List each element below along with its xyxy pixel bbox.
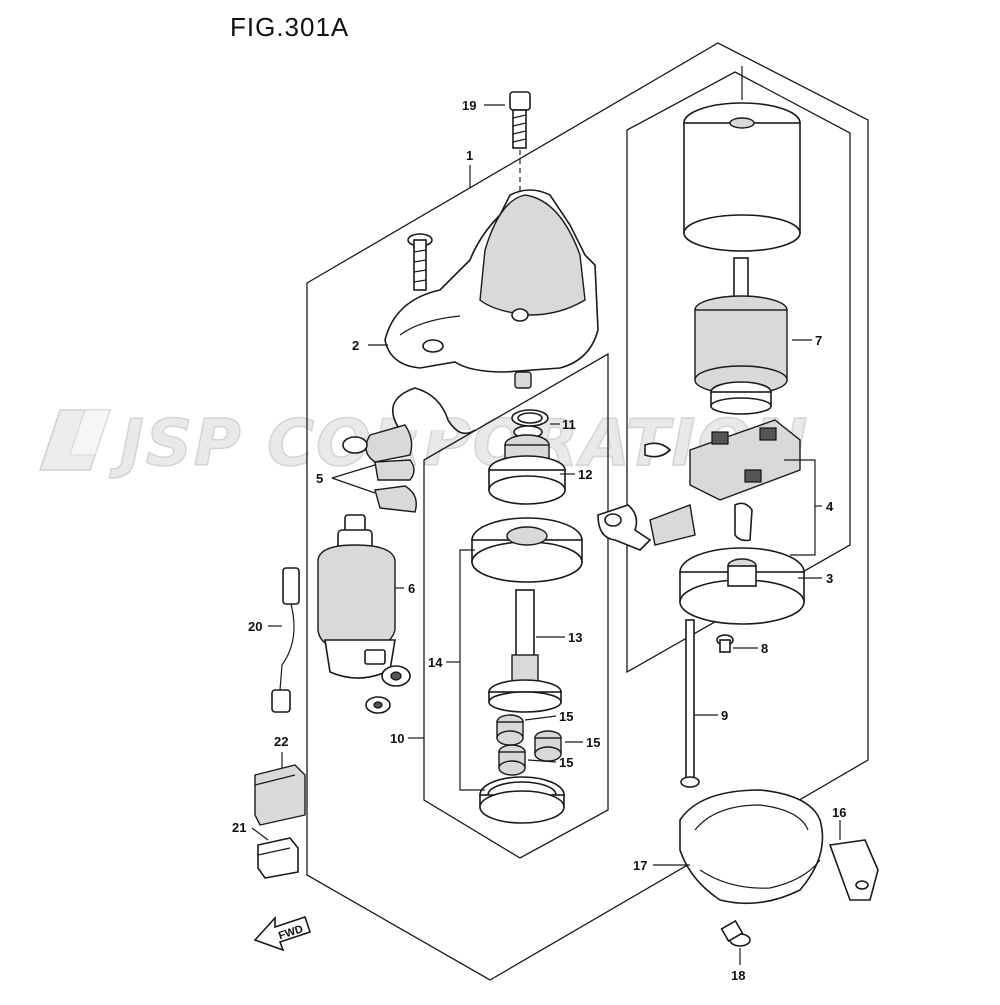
assembly-frame-1 <box>306 42 869 981</box>
watermark: JSP CORPORATION <box>38 406 809 482</box>
sleeve <box>514 371 532 389</box>
part-10-housing <box>471 517 583 583</box>
callout-21: 21 <box>232 820 246 835</box>
callout-labels: 19 1 2 3 4 5 6 7 8 9 10 11 12 13 14 15 1… <box>232 98 846 983</box>
part-2-housing <box>384 189 599 373</box>
yoke <box>683 102 801 252</box>
assembly-frame-10 <box>423 352 609 859</box>
part-12-pinion <box>488 434 566 505</box>
callout-15-a: 15 <box>559 709 573 724</box>
brush-terminal <box>597 504 696 551</box>
internal-gear <box>479 776 565 824</box>
callout-8: 8 <box>761 641 768 656</box>
part-5-pads <box>374 459 417 513</box>
callout-13: 13 <box>568 630 582 645</box>
callout-4: 4 <box>826 499 834 514</box>
part-22-relay <box>254 764 306 826</box>
callout-15-c: 15 <box>559 755 573 770</box>
part-13-shaft <box>488 589 562 713</box>
callout-15-b: 15 <box>586 735 600 750</box>
callout-16: 16 <box>832 805 846 820</box>
callout-9: 9 <box>721 708 728 723</box>
callout-leaders <box>251 66 841 965</box>
callout-12: 12 <box>578 467 592 482</box>
callout-17: 17 <box>633 858 647 873</box>
fwd-arrow: FWD <box>253 915 312 952</box>
part-15-gears <box>496 714 562 776</box>
callout-22: 22 <box>274 734 288 749</box>
part-6-solenoid <box>317 514 411 714</box>
housing-bolt <box>407 233 433 291</box>
part-18-bolt <box>720 919 751 947</box>
callout-2: 2 <box>352 338 359 353</box>
assembly-frame-armature <box>626 71 851 674</box>
callout-14: 14 <box>428 655 443 670</box>
part-8-screw <box>716 634 734 653</box>
callout-19: 19 <box>462 98 476 113</box>
part-7-armature <box>694 257 788 415</box>
callout-18: 18 <box>731 968 745 983</box>
callout-6: 6 <box>408 581 415 596</box>
callout-1: 1 <box>466 148 473 163</box>
figure-title: FIG.301A <box>230 12 350 42</box>
part-21-relay <box>257 837 299 879</box>
callout-3: 3 <box>826 571 833 586</box>
callout-10: 10 <box>390 731 404 746</box>
watermark-text: JSP CORPORATION <box>109 407 809 481</box>
part-4-brush-holder <box>644 419 801 542</box>
callout-20: 20 <box>248 619 262 634</box>
callout-11: 11 <box>562 417 576 432</box>
callout-5: 5 <box>316 471 323 486</box>
shift-lever <box>342 387 476 463</box>
part-3-end-cover <box>679 547 805 625</box>
callout-7: 7 <box>815 333 822 348</box>
part-17-band <box>679 789 824 905</box>
part-20-wire <box>271 567 300 713</box>
part-16-bracket <box>828 839 879 901</box>
part-9-through-bolt <box>680 619 700 788</box>
